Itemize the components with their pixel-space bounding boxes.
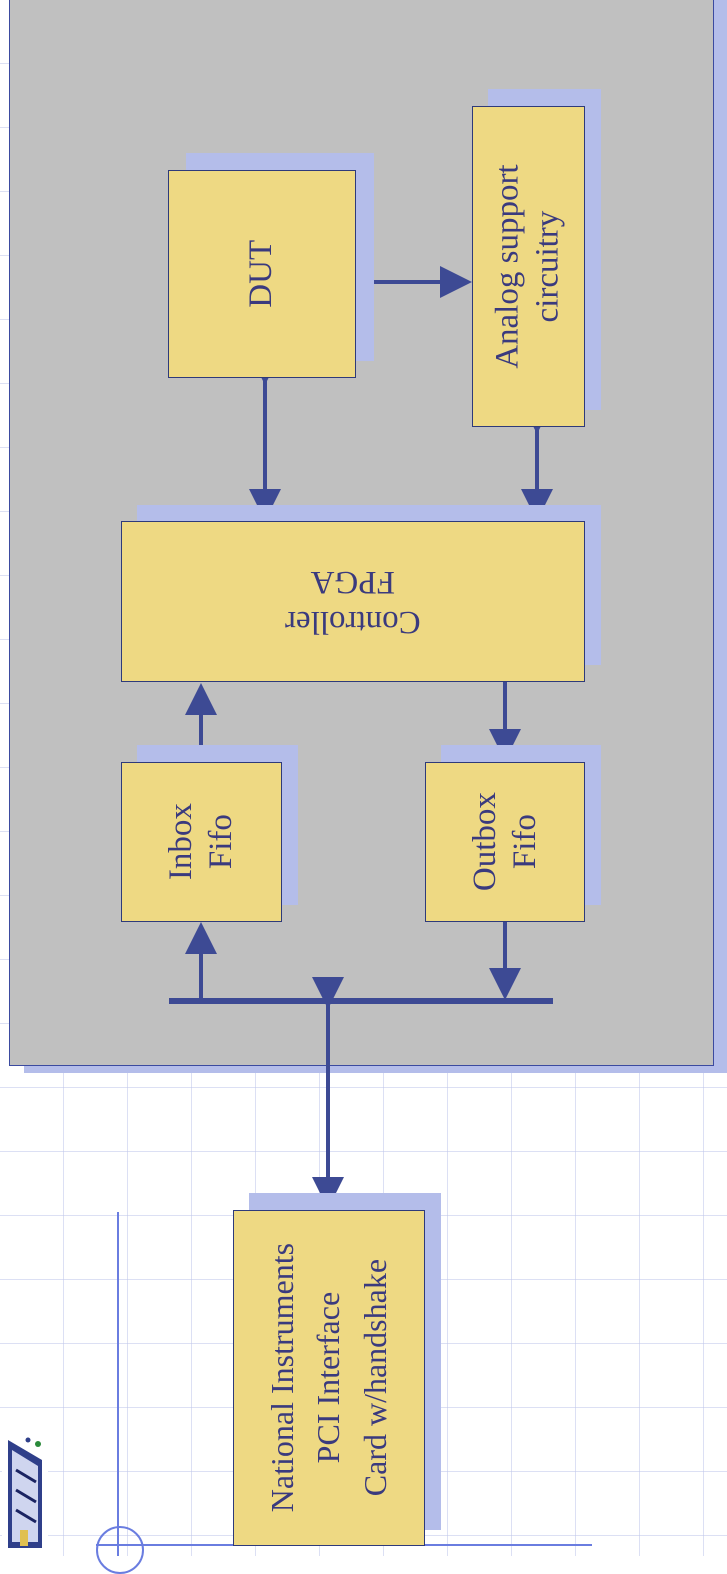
- inbox-fifo-block: Inbox Fifo: [121, 762, 282, 922]
- inbox-label-line2: Fifo: [202, 804, 242, 881]
- inbox-label-line1: Inbox: [162, 804, 202, 881]
- ni-label-line1: National Instruments: [259, 1243, 305, 1512]
- inbox-fifo-label: Inbox Fifo: [162, 804, 241, 881]
- ni-label-line2: PCI Interface: [306, 1243, 352, 1512]
- ni-pci-card-label: National Instruments PCI Interface Card …: [259, 1243, 398, 1512]
- outbox-label-line2: Fifo: [505, 793, 545, 892]
- analog-label-line1: Analog support: [489, 164, 529, 368]
- outbox-fifo-block: Outbox Fifo: [425, 762, 585, 922]
- controller-fpga-label: Controller FPGA: [285, 562, 421, 641]
- outbox-fifo-label: Outbox Fifo: [465, 793, 544, 892]
- analog-support-block: Analog support circuitry: [472, 106, 585, 427]
- ni-pci-card-block: National Instruments PCI Interface Card …: [233, 1210, 425, 1546]
- analog-support-label: Analog support circuitry: [489, 164, 568, 368]
- controller-fpga-block: Controller FPGA: [121, 521, 585, 682]
- dut-label: DUT: [242, 240, 282, 308]
- ni-label-line3: Card w/handshake: [352, 1243, 398, 1512]
- controller-label-line2: FPGA: [285, 562, 421, 602]
- controller-label-line1: Controller: [285, 602, 421, 642]
- dut-block: DUT: [168, 170, 356, 378]
- analog-label-line2: circuitry: [529, 164, 569, 368]
- outbox-label-line1: Outbox: [465, 793, 505, 892]
